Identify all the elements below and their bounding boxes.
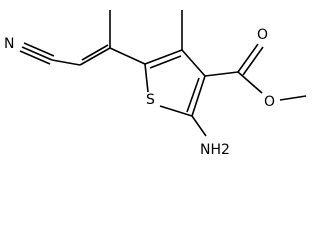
vinyl-to-ring-bond [109,47,146,65]
background [0,0,316,160]
nitrile-carbon-to-vinyl-bond [51,59,81,66]
sulfur-label: S [146,92,155,108]
vinyl-double-bond [79,44,111,66]
ester-oxygen-bond [237,71,263,94]
carbonyl-double-bond [237,43,264,76]
amino-bond [191,115,207,137]
nitrogen-label: N [4,36,14,52]
ring-to-carboxyl-bond [204,71,239,77]
thiophene-ring [144,49,206,117]
chemical-structure: N S O O NH2 [0,0,316,160]
ester-oxygen-label: O [264,94,275,110]
nitrile-triple-bond [19,42,55,65]
carbonyl-oxygen-label: O [257,27,268,43]
amino-label: NH2 [200,142,230,158]
ester-methyl-bond [279,95,307,101]
